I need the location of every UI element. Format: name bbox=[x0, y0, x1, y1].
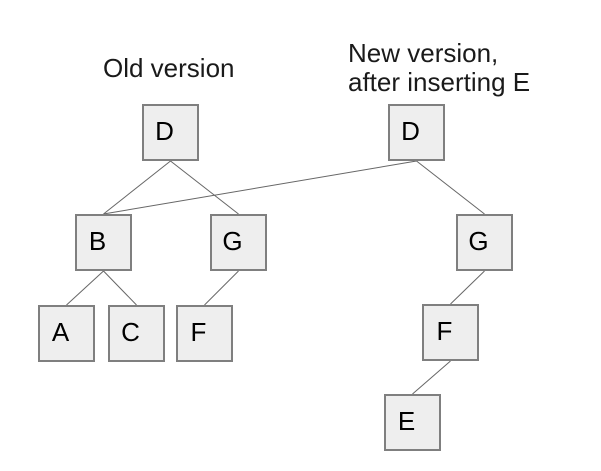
edge-old-d-to-old-b bbox=[103, 160, 171, 215]
old-version-title: Old version bbox=[103, 53, 235, 83]
node-label-old-d: D bbox=[155, 116, 174, 146]
tree-node-new-e: E bbox=[384, 394, 441, 451]
node-label-old-b: B bbox=[88, 226, 107, 256]
edge-old-b-to-old-c bbox=[103, 270, 137, 306]
edge-new-d-to-old-b bbox=[103, 160, 417, 215]
tree-node-old-b: B bbox=[75, 214, 132, 271]
edge-old-b-to-old-a bbox=[66, 270, 104, 306]
node-label-old-a: A bbox=[51, 317, 70, 347]
node-label-new-f: F bbox=[436, 316, 453, 346]
tree-node-new-d: D bbox=[388, 104, 445, 161]
node-label-old-g: G bbox=[222, 226, 243, 256]
tree-node-old-c: C bbox=[108, 305, 165, 362]
tree-node-old-d: D bbox=[142, 104, 199, 161]
tree-node-new-g: G bbox=[456, 214, 513, 271]
edge-old-g-to-old-f bbox=[204, 270, 239, 306]
node-label-old-c: C bbox=[121, 317, 140, 347]
new-version-title: New version, after inserting E bbox=[348, 38, 531, 97]
tree-node-new-f: F bbox=[422, 304, 479, 361]
edge-old-d-to-old-g bbox=[170, 160, 239, 215]
edge-new-f-to-new-e bbox=[412, 360, 451, 395]
node-label-new-d: D bbox=[401, 116, 420, 146]
node-label-new-e: E bbox=[397, 406, 416, 436]
tree-node-old-a: A bbox=[38, 305, 95, 362]
tree-node-old-g: G bbox=[210, 214, 267, 271]
node-label-new-g: G bbox=[468, 226, 489, 256]
tree-node-old-f: F bbox=[176, 305, 233, 362]
node-label-old-f: F bbox=[190, 317, 207, 347]
edge-new-g-to-new-f bbox=[450, 270, 485, 305]
edge-new-d-to-new-g bbox=[416, 160, 485, 215]
